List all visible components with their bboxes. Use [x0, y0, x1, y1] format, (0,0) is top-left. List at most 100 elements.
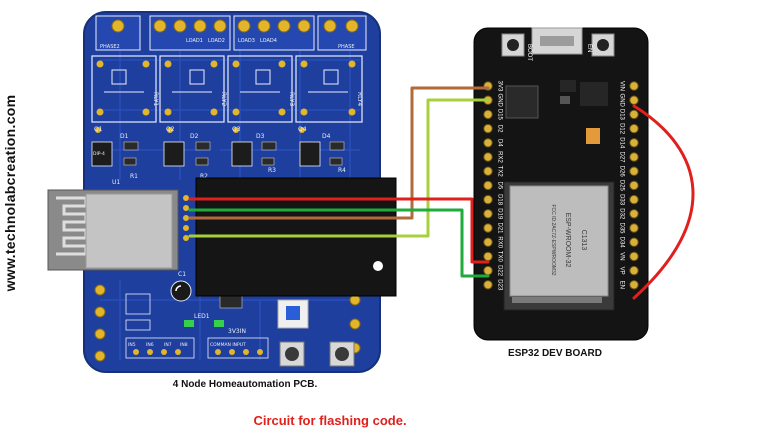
- left-pin-d15: [483, 109, 493, 120]
- label-in7: IN7: [164, 342, 172, 348]
- label-q2: Q2: [166, 126, 175, 133]
- left-pin-tx0: [483, 251, 493, 262]
- left-pin-label: D21: [496, 222, 502, 234]
- right-pin-label: D14: [618, 137, 624, 149]
- label-r1: R1: [130, 173, 138, 180]
- label-phase: PHASE: [338, 44, 355, 50]
- right-pin-vp: [629, 265, 639, 276]
- label-load3: LOAD3: [238, 38, 255, 44]
- boot-button-label: BOOT: [526, 44, 532, 61]
- left-pin-d23: [483, 280, 493, 290]
- wire-red-tx: [188, 197, 490, 264]
- label-q1: Q1: [94, 126, 103, 133]
- label-in5: IN5: [128, 342, 136, 348]
- bottom-headers: IN5 IN6 IN7 IN8 COMMAN INPUT: [125, 337, 269, 359]
- wire-brown-gnd: [188, 86, 490, 220]
- label-led1: LED1: [194, 313, 210, 320]
- label-r2: R2: [200, 173, 208, 180]
- esp32-left-pin-header: 3V3GNDD15D2D4RX2TX2D5D18D19D21RX0TX0D22D…: [483, 81, 502, 291]
- label-d2: D2: [190, 133, 199, 140]
- left-pin-label: D4: [496, 139, 502, 147]
- left-pin-label: D15: [496, 109, 502, 121]
- input-terminals-left: [94, 284, 361, 362]
- right-pin-label: D32: [618, 208, 624, 220]
- right-pin-label: D33: [618, 194, 624, 206]
- right-pin-d34: [629, 237, 639, 247]
- left-pin-d5: [483, 180, 493, 191]
- label-load2: LOAD2: [208, 38, 225, 44]
- left-pin-d2: [483, 123, 493, 134]
- right-pin-gnd: [629, 95, 639, 105]
- esp32-dev-board: BOOT EN ESP-WROOM-32 FCC ID:2AC7Z-ESPWRO…: [473, 27, 649, 341]
- left-pin-d21: [483, 223, 493, 233]
- right-pin-label: D12: [618, 123, 624, 135]
- right-pin-label: D27: [618, 151, 624, 163]
- right-pin-vn: [629, 251, 639, 262]
- label-d1: D1: [120, 133, 129, 140]
- right-pin-label: D35: [618, 222, 624, 234]
- right-pin-label: GND: [618, 94, 624, 108]
- label-d3: D3: [256, 133, 265, 140]
- pcb-caption: 4 Node Homeautomation PCB.: [172, 379, 318, 390]
- label-phase2: PHASE2: [100, 44, 120, 50]
- left-pin-d19: [483, 209, 493, 219]
- home-automation-pcb: PHASE2 LOAD1 LOAD2 LOAD3 LOAD4 PHASE R: [47, 11, 381, 373]
- left-pin-label: D19: [496, 208, 502, 220]
- module-fcc-id: FCC ID:2AC7Z-ESPWROOM32: [550, 204, 556, 275]
- right-pin-label: VN: [618, 252, 624, 260]
- left-pin-rx0: [483, 237, 493, 247]
- right-pin-vin: [629, 81, 639, 91]
- right-pin-d32: [629, 209, 639, 219]
- left-pin-d4: [483, 138, 493, 148]
- left-pin-label: D18: [496, 194, 502, 206]
- label-load4: LOAD4: [260, 38, 277, 44]
- right-pin-d35: [629, 223, 639, 233]
- left-pin-rx2: [483, 152, 493, 162]
- right-pin-label: EN: [618, 281, 624, 289]
- right-pin-d13: [629, 109, 639, 120]
- left-pin-label: D22: [496, 265, 502, 277]
- label-in6: IN6: [146, 342, 154, 348]
- label-comman-input: COMMAN INPUT: [210, 342, 246, 348]
- right-pin-d33: [629, 194, 639, 205]
- right-pin-d25: [629, 180, 639, 191]
- right-pin-label: D25: [618, 180, 624, 192]
- right-pin-d14: [629, 138, 639, 148]
- wifi-module-u1: U1: [47, 179, 189, 271]
- load-terminal-blocks: PHASE2 LOAD1 LOAD2 LOAD3 LOAD4 PHASE: [95, 15, 367, 51]
- module-name: ESP-WROOM-32: [564, 213, 571, 268]
- left-pin-label: D5: [496, 182, 502, 190]
- label-q3: Q3: [232, 126, 241, 133]
- right-pin-d12: [629, 123, 639, 134]
- left-pin-label: D2: [496, 125, 502, 133]
- left-pin-label: TX2: [496, 166, 502, 178]
- connection-wires: [188, 86, 695, 300]
- label-dip4: DIP-4: [93, 151, 105, 157]
- power-section: LED1 3V3IN: [184, 293, 309, 335]
- left-pin-label: TX0: [496, 251, 502, 263]
- wire-red-en-jumper: [632, 104, 695, 300]
- label-c1: C1: [178, 271, 186, 278]
- left-pin-label: RX2: [496, 151, 502, 163]
- relay-label-4: RLY4: [356, 92, 363, 106]
- module-ce-code: C1313: [580, 230, 587, 251]
- label-3v3in: 3V3IN: [228, 328, 246, 335]
- right-pin-label: D13: [618, 109, 624, 121]
- relay-label-2: RLY2: [220, 92, 227, 106]
- label-q4: Q4: [298, 126, 307, 133]
- left-pin-label: 3V3: [496, 81, 502, 92]
- right-pin-en: [629, 280, 639, 290]
- diagram-title: Circuit for flashing code.: [253, 413, 407, 428]
- right-pin-label: VP: [618, 267, 624, 275]
- capacitor-c1: C1: [170, 271, 192, 302]
- left-pin-label: RX0: [496, 236, 502, 248]
- label-u1: U1: [112, 179, 120, 186]
- label-load1: LOAD1: [186, 38, 203, 44]
- left-pin-tx2: [483, 166, 493, 176]
- right-pin-label: D26: [618, 166, 624, 178]
- label-d4: D4: [322, 133, 331, 140]
- tactile-switches: [279, 341, 355, 367]
- label-r4: R4: [338, 167, 346, 174]
- left-pin-d18: [483, 194, 493, 205]
